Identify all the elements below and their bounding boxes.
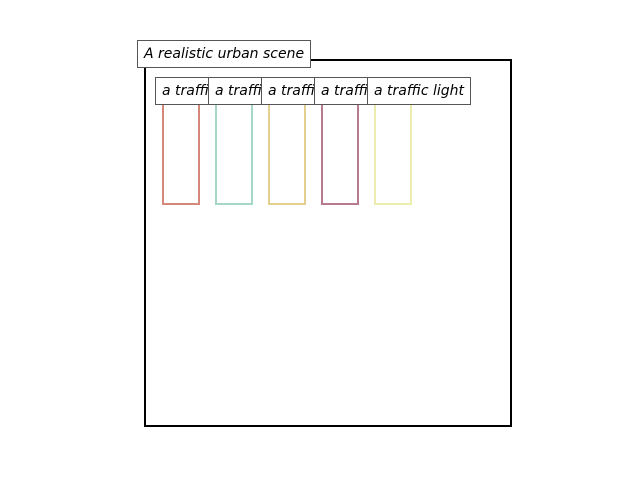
traffic-light-box-1 (162, 95, 200, 205)
traffic-light-box-5 (374, 95, 412, 205)
traffic-light-label-5: a traffic light (367, 77, 472, 105)
traffic-light-box-2 (215, 95, 253, 205)
traffic-light-box-3 (268, 95, 306, 205)
traffic-light-box-4 (321, 95, 359, 205)
scene-frame (144, 59, 512, 427)
scene-caption: A realistic urban scene (137, 40, 312, 68)
